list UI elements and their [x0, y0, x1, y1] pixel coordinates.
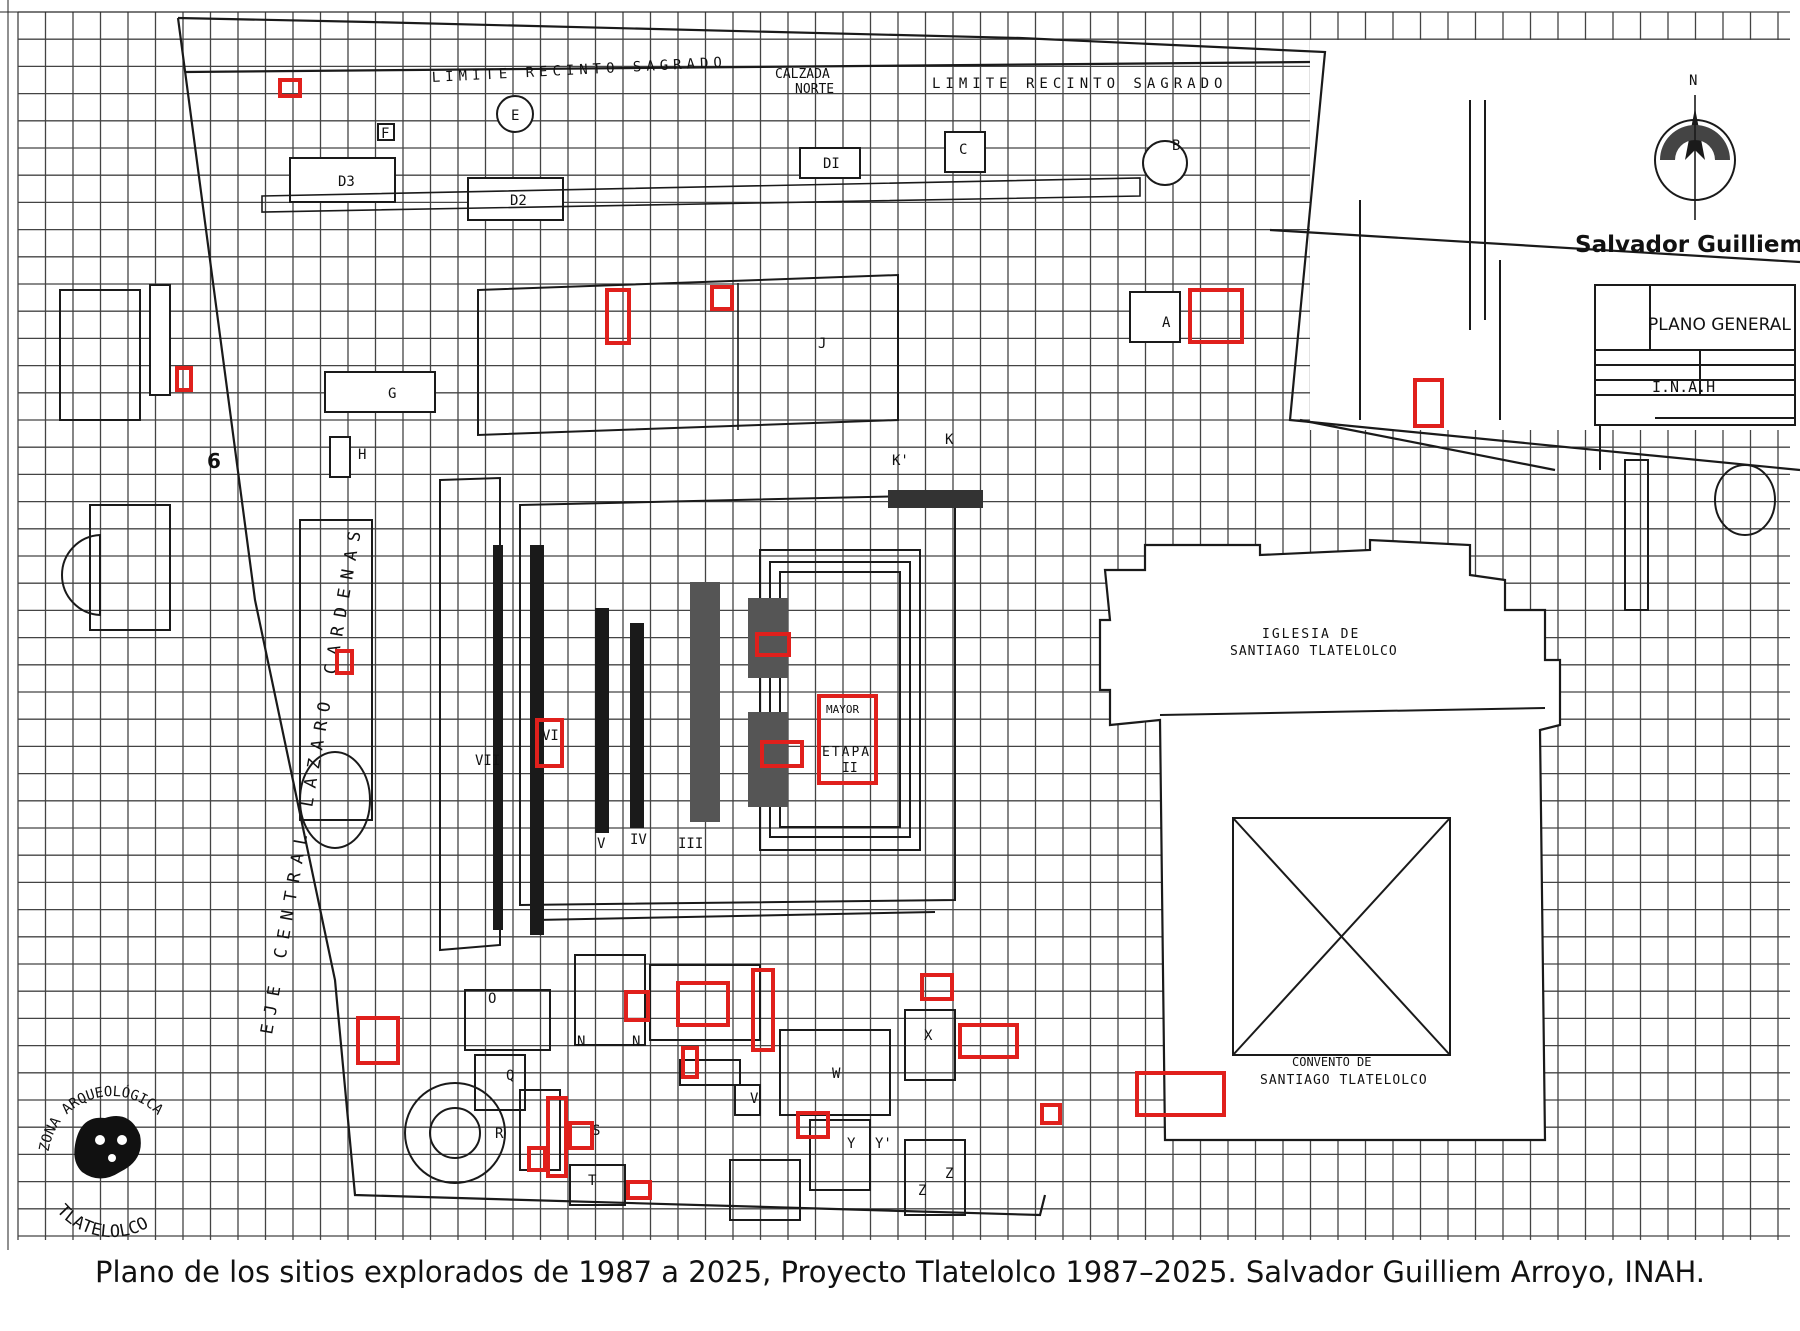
label-struct-z2: Z: [945, 1166, 953, 1182]
site-marker: [817, 694, 878, 785]
label-limite-2: LIMITE RECINTO SAGRADO: [932, 76, 1227, 92]
label-struct-h: H: [358, 447, 366, 463]
site-marker: [527, 1146, 547, 1172]
author-label: Salvador Guilliem: [1575, 232, 1800, 258]
label-struct-d2: D2: [510, 193, 527, 209]
label-struct-f: F: [381, 126, 389, 142]
plan-title: PLANO GENERAL: [1648, 315, 1791, 335]
label-struct-n: N: [577, 1034, 585, 1050]
label-struct-d3: D3: [338, 174, 355, 190]
label-struct-r: R: [495, 1126, 504, 1142]
site-marker: [755, 632, 791, 657]
label-struct-k2: K': [892, 453, 909, 469]
site-marker: [624, 990, 650, 1022]
label-struct-q: Q: [506, 1068, 514, 1084]
sacred-precinct-outline: [176, 16, 1800, 1217]
label-struct-y: Y: [847, 1136, 856, 1152]
label-num-iv: IV: [630, 832, 647, 848]
label-num-vii: VII: [475, 753, 500, 769]
explored-site-markers: [175, 78, 1444, 1200]
label-etapa-num: II: [842, 761, 858, 776]
site-marker: [958, 1023, 1019, 1059]
label-mayor: MAYOR: [826, 703, 859, 716]
institution-label: I.N.A.H: [1652, 378, 1715, 396]
label-num-vi: VI: [542, 728, 559, 744]
church-convent-block: [1098, 538, 1562, 1142]
building-j: [477, 273, 899, 437]
site-marker: [335, 649, 354, 675]
logo-glyph: [74, 1116, 141, 1179]
label-struct-o: O: [488, 991, 496, 1007]
label-struct-s: S: [592, 1123, 600, 1139]
label-struct-c: C: [959, 142, 967, 158]
long-wall-north: [261, 177, 1141, 213]
label-iglesia-1: IGLESIA DE: [1262, 627, 1360, 642]
church-wall: [1159, 707, 1546, 716]
site-marker: [676, 981, 730, 1027]
site-marker: [760, 740, 804, 768]
site-marker: [1040, 1103, 1062, 1125]
site-marker: [568, 1121, 594, 1150]
wall-segments: [493, 490, 983, 935]
label-struct-g: G: [388, 386, 396, 402]
label-struct-w: W: [832, 1066, 841, 1082]
label-struct-v: V: [750, 1091, 759, 1107]
site-marker: [278, 78, 302, 98]
site-marker: [1135, 1071, 1226, 1117]
western-structures: [59, 289, 373, 849]
label-num-iii: III: [678, 836, 703, 852]
eastern-structures: [1359, 100, 1776, 611]
label-calzada-2: NORTE: [795, 82, 834, 97]
label-struct-y2: Y': [875, 1136, 892, 1152]
label-convento-1: CONVENTO DE: [1292, 1055, 1371, 1069]
label-struct-x: X: [924, 1028, 933, 1044]
label-struct-n2: N: [632, 1034, 640, 1050]
site-marker: [535, 718, 564, 768]
site-marker: [710, 285, 734, 311]
label-struct-d1: DI: [823, 156, 840, 172]
convent-cloister: [1232, 817, 1451, 1056]
north-label: N: [1689, 73, 1697, 89]
site-marker: [681, 1046, 699, 1079]
south-complex: [404, 954, 966, 1221]
figure-caption: Plano de los sitios explorados de 1987 a…: [95, 1255, 1705, 1289]
label-struct-a: A: [1162, 315, 1171, 331]
site-marker: [356, 1016, 400, 1065]
northern-structures: [149, 95, 1188, 478]
label-six: 6: [207, 449, 221, 473]
site-marker: [796, 1111, 830, 1139]
label-convento-2: SANTIAGO TLATELOLCO: [1260, 1073, 1428, 1088]
label-iglesia-2: SANTIAGO TLATELOLCO: [1230, 644, 1398, 659]
label-struct-e: E: [511, 108, 519, 124]
archaeological-site-plan: N Salvador Guilliem PLANO GENERAL I.N.A.…: [0, 0, 1800, 1250]
title-block-frame: [1594, 284, 1796, 426]
label-struct-z: Z: [918, 1183, 926, 1199]
label-struct-b: B: [1172, 138, 1180, 154]
site-marker: [920, 973, 954, 1001]
north-arrow: [1654, 95, 1736, 220]
label-struct-t: T: [588, 1173, 597, 1189]
site-marker: [751, 968, 775, 1052]
label-etapa: ETAPA: [822, 745, 871, 760]
site-marker: [1188, 288, 1244, 344]
site-marker: [626, 1180, 652, 1200]
label-struct-k: K: [945, 432, 954, 448]
site-marker: [1413, 378, 1444, 428]
label-struct-j: J: [818, 336, 826, 352]
central-ceremonial-complex: [439, 476, 956, 952]
site-marker: [175, 366, 193, 392]
site-marker: [546, 1096, 568, 1178]
label-num-v: V: [597, 836, 606, 852]
site-marker: [605, 288, 631, 345]
map-ruler: [0, 0, 1420, 1250]
structure-letter-labels: E F D3 D2 DI C B A J G H K K' VII VI V I…: [338, 108, 1180, 1199]
label-calzada-1: CALZADA: [775, 67, 830, 82]
